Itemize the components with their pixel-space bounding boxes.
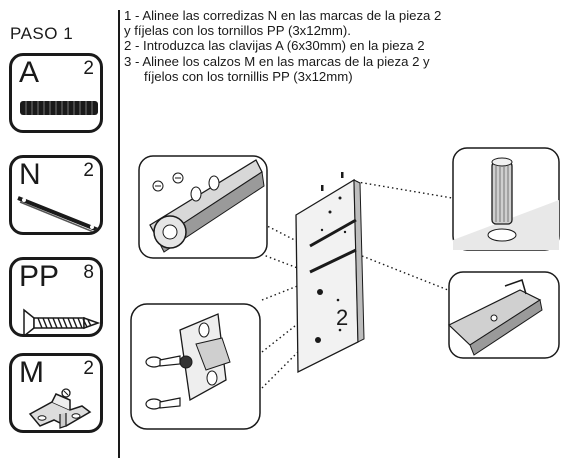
detail-dowel [452, 147, 560, 251]
panel-label: 2 [336, 305, 348, 330]
part-code-a: A [19, 56, 40, 89]
instruction-line-2: y fíjelas con los tornillos PP (3x12mm). [124, 23, 351, 39]
panel-2: 2 [295, 172, 365, 374]
part-box-n: N 2 [9, 155, 103, 235]
instructions-block: 1 - Alinee las corredizas N en las marca… [124, 8, 556, 84]
instruction-line-4: 3 - Alinee los calzos M en las marcas de… [124, 53, 430, 69]
part-box-pp: PP 8 [9, 257, 103, 337]
part-qty-pp: 8 [83, 262, 94, 283]
part-code-m: M [19, 356, 44, 389]
hinge-plate-icon [28, 388, 92, 429]
step-title: PASO 1 [10, 24, 74, 43]
detail-slide-end [447, 271, 560, 359]
part-box-a: A 2 [9, 53, 103, 133]
drawer-slide-icon [17, 196, 99, 232]
column-divider [118, 10, 120, 458]
part-code-n: N [19, 158, 41, 191]
detail-hinge-plate [130, 303, 261, 430]
part-qty-a: 2 [83, 58, 94, 79]
instruction-line-3: 2 - Introduzca las clavijas A (6x30mm) e… [124, 38, 425, 54]
assembly-diagram: 2 [130, 147, 560, 430]
instruction-line-1: 1 - Alinee las corredizas N en las marca… [124, 8, 442, 23]
detail-slide-wheel [138, 155, 268, 259]
part-code-pp: PP [19, 260, 60, 293]
dowel-icon [20, 101, 98, 115]
screw-icon [23, 308, 100, 334]
part-box-m: M 2 [9, 353, 103, 433]
instruction-line-5: fíjelos con los tornillis PP (3x12mm) [144, 68, 353, 84]
part-qty-m: 2 [83, 358, 94, 379]
part-qty-n: 2 [83, 160, 94, 181]
